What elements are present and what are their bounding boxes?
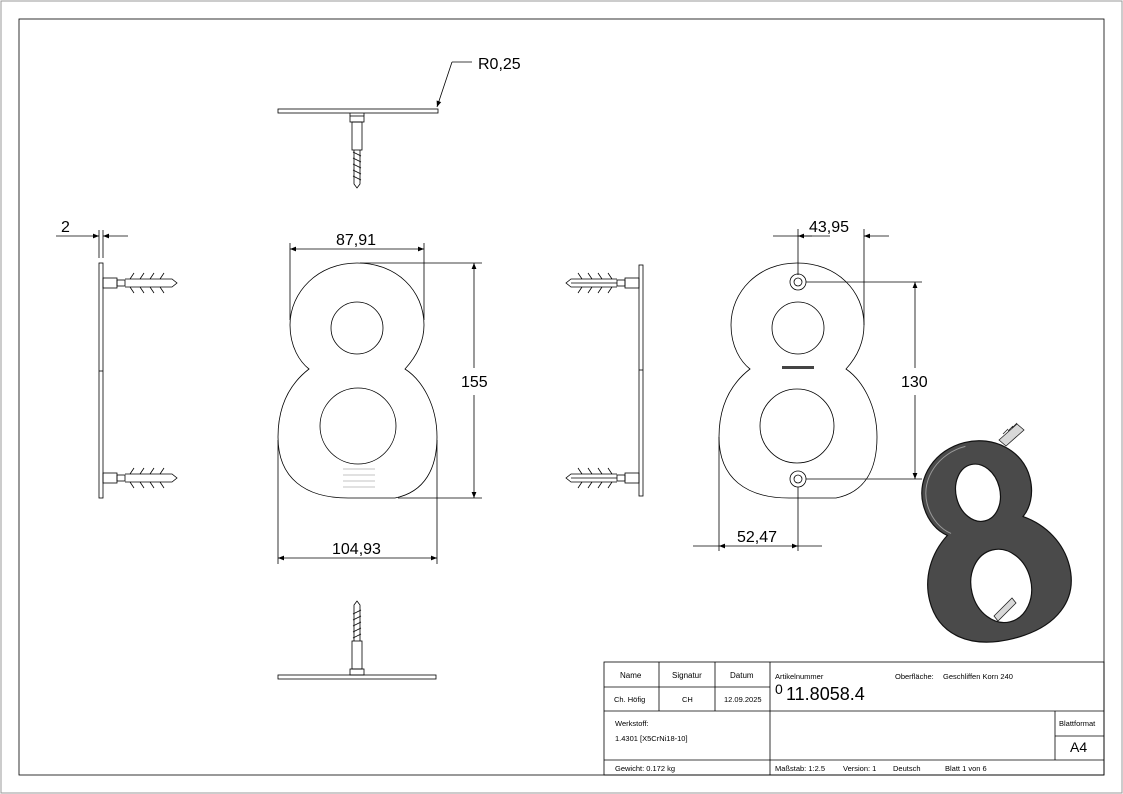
right-side-view: [565, 264, 644, 497]
scale: Maßstab: 1:2.5: [775, 764, 825, 773]
article-label: Artikelnummer: [775, 672, 824, 681]
version: Version: 1: [843, 764, 876, 773]
material-label: Werkstoff:: [615, 719, 648, 728]
header-date: Datum: [730, 671, 754, 680]
rear-view-dimensions: [693, 229, 922, 551]
front-view-digit-8: [277, 262, 438, 499]
material-value: 1.4301 [X5CrNi18-10]: [615, 734, 688, 743]
value-date: 12.09.2025: [724, 695, 762, 704]
format-value: A4: [1070, 739, 1087, 755]
sheet-number: Blatt 1 von 6: [945, 764, 987, 773]
dimension-width-bottom: 104,93: [332, 541, 381, 558]
thickness-dimension: [56, 230, 128, 258]
isometric-view-digit-8: [921, 422, 1072, 643]
title-block: [603, 661, 1105, 776]
bottom-view: [277, 600, 437, 680]
article-revision: 0: [775, 681, 783, 697]
dimension-hole-offset: 43,95: [809, 219, 849, 236]
radius-leader: [436, 61, 472, 108]
dimension-hole-left: 52,47: [737, 529, 777, 546]
mounting-hole-bottom: [789, 470, 807, 488]
surface-label: Oberfläche:: [895, 672, 934, 681]
value-signature: CH: [682, 695, 693, 704]
format-label: Blattformat: [1059, 719, 1096, 728]
rear-view-digit-8: [718, 262, 878, 499]
left-side-view: [98, 262, 178, 499]
value-name: Ch. Höfig: [614, 695, 645, 704]
drawing-frame: [18, 18, 1105, 776]
dimension-thickness: 2: [61, 219, 70, 236]
article-number: 11.8058.4: [786, 684, 865, 704]
header-name: Name: [620, 671, 642, 680]
front-view-dimensions: [277, 243, 482, 564]
surface-value: Geschliffen Korn 240: [943, 672, 1013, 681]
dimension-hole-spacing: 130: [901, 374, 928, 391]
header-signature: Signatur: [672, 671, 702, 680]
language: Deutsch: [893, 764, 921, 773]
dimension-radius: R0,25: [478, 56, 521, 73]
mounting-hole-top: [789, 273, 807, 291]
dimension-height: 155: [461, 374, 488, 391]
dimension-width-top: 87,91: [336, 232, 376, 249]
weight: Gewicht: 0.172 kg: [615, 764, 675, 773]
top-view: [277, 108, 439, 189]
